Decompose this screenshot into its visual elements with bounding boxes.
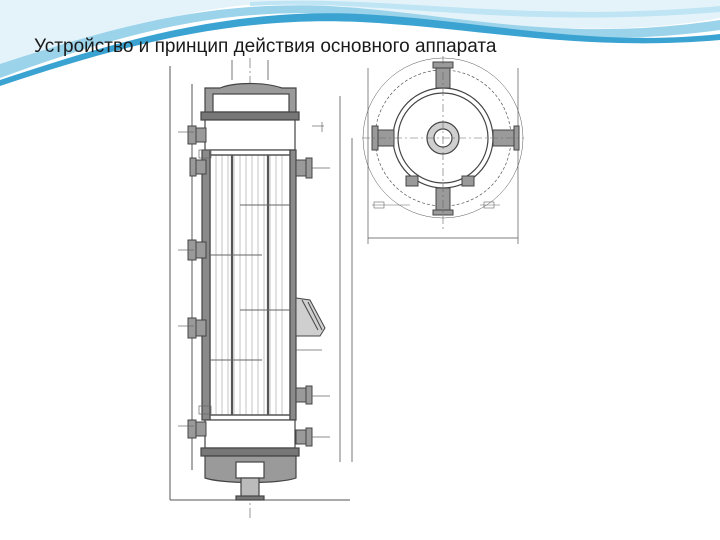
slide-title: Устройство и принцип действия основного … bbox=[34, 36, 497, 57]
top-head bbox=[200, 82, 300, 151]
header-wave-decoration bbox=[0, 0, 720, 87]
bottom-head bbox=[200, 419, 300, 501]
left-nozzles bbox=[187, 125, 207, 439]
tube-bundle bbox=[215, 155, 283, 415]
column-shell bbox=[201, 149, 297, 421]
right-nozzles bbox=[295, 157, 326, 447]
